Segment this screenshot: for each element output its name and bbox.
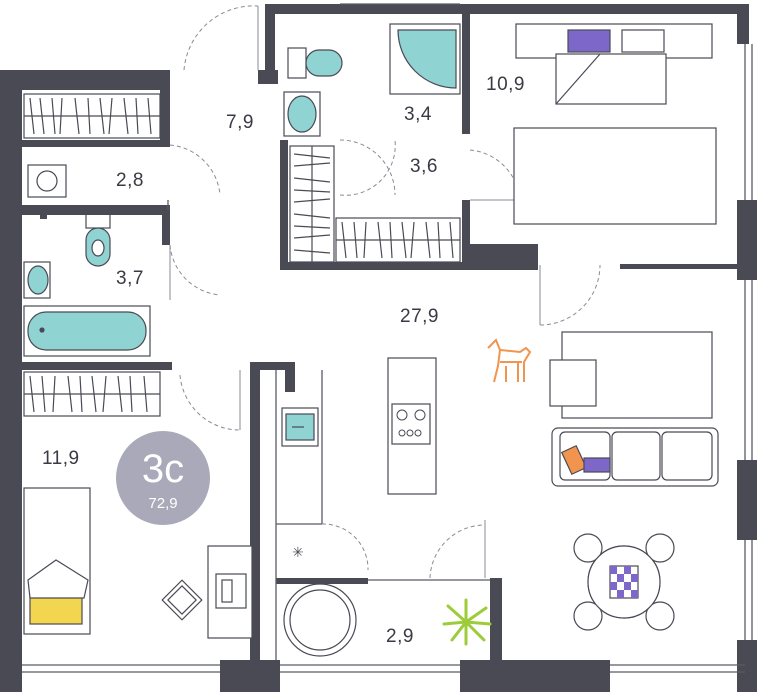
- svg-text:✳: ✳: [292, 545, 304, 561]
- sink-icon: [23, 261, 51, 299]
- doors: [169, 5, 601, 579]
- stove-icon: [396, 409, 426, 437]
- desk-icon: [207, 545, 253, 639]
- shower-icon: [389, 23, 461, 95]
- area-balcony: 2,9: [386, 626, 414, 647]
- apartment-type: 3с: [141, 447, 185, 491]
- wardrobe-top-vertical: [289, 145, 335, 263]
- kitchen-sink: [281, 407, 319, 447]
- area-bedroom-left: 11,9: [42, 448, 80, 469]
- wardrobe-left-top: [23, 93, 161, 139]
- kitchen-island: [387, 357, 437, 495]
- area-bathroom-left: 3,7: [116, 268, 144, 289]
- toilet-icon: [287, 47, 343, 79]
- dog-icon: [487, 338, 532, 383]
- area-corridor: 7,9: [226, 112, 254, 133]
- apartment-total-area: 72,9: [148, 495, 178, 512]
- area-bathroom-top: 3,4: [404, 104, 432, 125]
- sink-icon: [283, 91, 321, 137]
- tv-stand: [549, 331, 713, 419]
- bathtub-icon: [23, 305, 151, 357]
- windows: [22, 3, 753, 673]
- chair-icon: [161, 579, 203, 621]
- washing-machine-icon: [27, 164, 67, 198]
- toilet-icon: [85, 213, 111, 267]
- balcony-round-table: [283, 583, 357, 657]
- area-bedroom-master: 10,9: [486, 74, 525, 95]
- walls: [0, 4, 757, 692]
- wardrobe-left-bottom: [23, 371, 161, 417]
- area-wardrobe-left: 2,8: [116, 170, 144, 191]
- bed-icon: [23, 487, 91, 635]
- area-wardrobe-top: 3,6: [410, 156, 438, 177]
- plant-icon: [442, 598, 492, 646]
- wardrobe-top-horizontal: [335, 217, 461, 263]
- bed-icon: [513, 23, 717, 225]
- sofa-icon: [551, 427, 719, 487]
- apartment-badge: 3с 72,9: [116, 431, 210, 525]
- area-living-kitchen: 27,9: [400, 306, 439, 327]
- dining-table-icon: [573, 533, 675, 631]
